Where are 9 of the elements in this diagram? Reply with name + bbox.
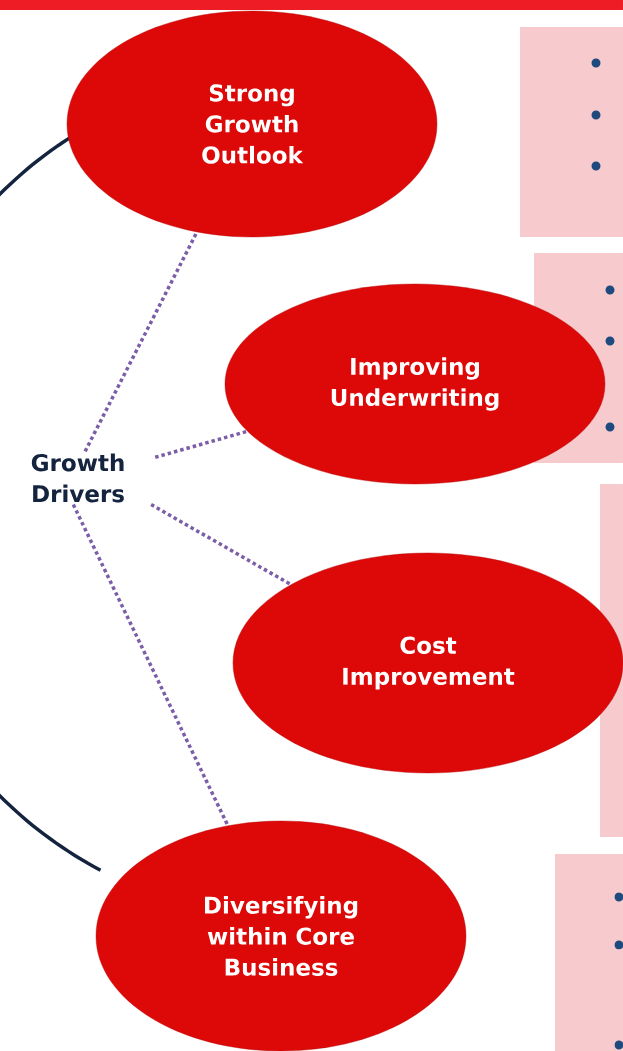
node-label: Growth Drivers xyxy=(31,453,124,503)
dotted-line xyxy=(154,429,248,459)
dotted-line xyxy=(150,503,292,587)
dotted-line xyxy=(83,231,199,453)
ellipse-node: Cost Improvement xyxy=(232,552,623,774)
dotted-line xyxy=(71,503,230,827)
ellipse-node: Improving Underwriting xyxy=(224,283,606,485)
ellipse-node: Diversifying within Core Business xyxy=(95,820,467,1051)
ellipse-node: Strong Growth Outlook xyxy=(66,10,438,238)
